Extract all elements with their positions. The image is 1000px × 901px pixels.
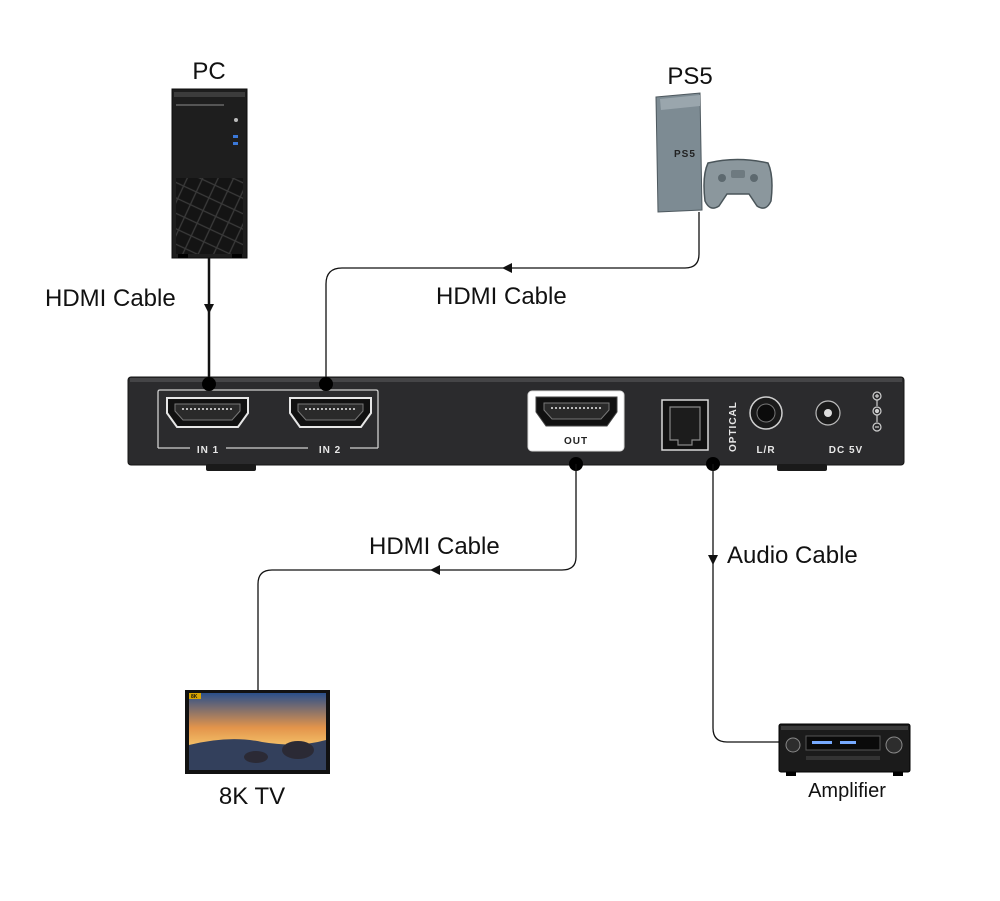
tv-label: 8K TV [219,783,285,810]
ps5-label: PS5 [667,63,712,90]
ps5-controller [703,158,773,209]
pc-tower [171,88,248,259]
cable-optical-amp [708,464,779,743]
cable-audio-label: Audio Cable [727,542,858,569]
port-out [527,390,625,452]
port-dc-label: DC 5V [829,445,863,456]
cable-pc-label: HDMI Cable [45,285,176,312]
pc-label: PC [192,58,225,85]
port-out-label: OUT [564,436,588,447]
ps5-logo: PS5 [674,149,696,160]
port-dc [815,400,841,426]
tv-8k-badge: 8K [191,694,198,700]
port-in2 [289,397,372,428]
tv-8k: 8K [185,690,330,774]
port-in2-label: IN 2 [319,445,341,456]
cable-tv-label: HDMI Cable [369,533,500,560]
port-in1-label: IN 1 [197,445,219,456]
port-optical [661,399,709,451]
cable-out-tv [257,464,577,692]
in1-connection-dot [202,377,216,391]
polarity-icon [872,391,882,432]
cable-ps5-in2 [325,212,700,384]
amplifier-label: Amplifier [808,780,886,802]
hdmi-switcher: IN 1 IN 2 OUT OPTICAL L/R [127,376,905,471]
port-lr [749,396,783,430]
in2-connection-dot [319,377,333,391]
amplifier [778,723,911,776]
port-in1 [166,397,249,428]
port-lr-label: L/R [756,445,775,456]
ps5-console: PS5 [655,92,703,213]
cable-ps5-label: HDMI Cable [436,283,567,310]
port-optical-label: OPTICAL [728,401,739,452]
